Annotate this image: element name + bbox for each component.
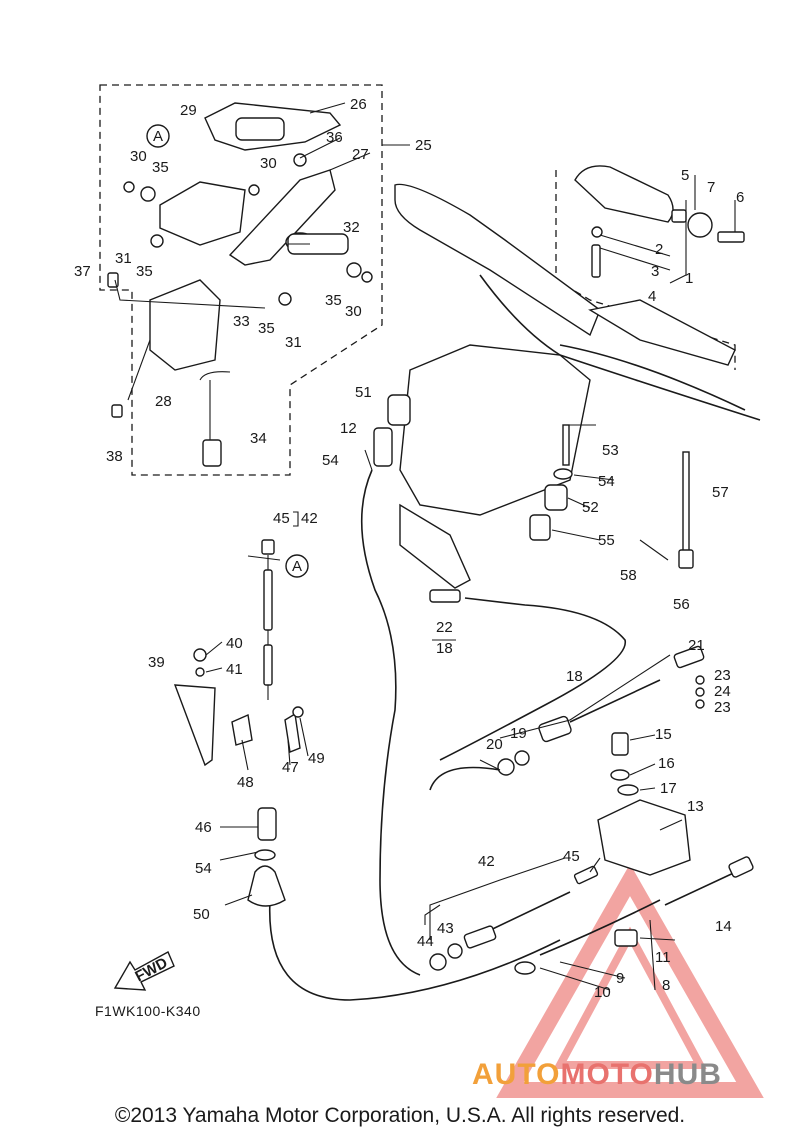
watermark-moto: MOTO: [560, 1058, 654, 1091]
lower-cable-assembly: [429, 865, 661, 975]
callout-55: 55: [598, 532, 615, 549]
callout-35-b: 35: [136, 263, 153, 280]
callout-10: 10: [594, 984, 611, 1001]
callout-labels: 1 2 3 4 5 6 7 8 9 10 11 12 13 14 15 16 1…: [74, 96, 744, 1001]
watermark-auto: AUTO: [472, 1058, 561, 1091]
callout-42-low: 42: [478, 853, 495, 870]
callout-45-top: 45: [273, 510, 290, 527]
callout-16: 16: [658, 755, 675, 772]
callout-45-low: 45: [563, 848, 580, 865]
ref-marker-a-top: A: [146, 124, 170, 148]
callout-51: 51: [355, 384, 372, 401]
svg-text:A: A: [153, 128, 163, 145]
callout-15: 15: [655, 726, 672, 743]
callout-17: 17: [660, 780, 677, 797]
callout-54-b: 54: [598, 473, 615, 490]
right-side-parts: [529, 424, 694, 569]
callout-22: 22: [436, 619, 453, 636]
automotohub-watermark: AUTOMOTOHUB: [472, 1058, 722, 1092]
callout-8: 8: [662, 977, 670, 994]
callout-23-b: 23: [714, 699, 731, 716]
throttle-lever-assembly: [107, 102, 373, 467]
callout-4: 4: [648, 288, 656, 305]
callout-43: 43: [437, 920, 454, 937]
callout-54-c: 54: [195, 860, 212, 877]
callout-31-b: 31: [285, 334, 302, 351]
grouping-brackets: [293, 511, 456, 925]
callout-36: 36: [326, 129, 343, 146]
callout-32: 32: [343, 219, 360, 236]
callout-30-b: 30: [260, 155, 277, 172]
ref-marker-a-left: A: [285, 554, 309, 578]
copyright-notice: ©2013 Yamaha Motor Corporation, U.S.A. A…: [114, 1104, 686, 1127]
callout-7: 7: [707, 179, 715, 196]
callout-14: 14: [715, 918, 732, 935]
callout-20: 20: [486, 736, 503, 753]
callout-27: 27: [352, 146, 369, 163]
callout-21: 21: [688, 637, 705, 654]
callout-35-d: 35: [258, 320, 275, 337]
diagram-reference-code: F1WK100-K340: [95, 1003, 201, 1019]
callout-35-a: 35: [152, 159, 169, 176]
callout-57: 57: [712, 484, 729, 501]
fwd-arrow-icon: FWD: [113, 951, 175, 991]
shift-rod: [173, 539, 304, 907]
callout-58: 58: [620, 567, 637, 584]
callout-18-top: 18: [566, 668, 583, 685]
callout-50: 50: [193, 906, 210, 923]
callout-48: 48: [237, 774, 254, 791]
callout-25: 25: [415, 137, 432, 154]
callout-5: 5: [681, 167, 689, 184]
callout-18-left: 18: [436, 640, 453, 657]
handle-grip-assembly: [574, 165, 745, 278]
callout-9: 9: [616, 970, 624, 987]
callout-19: 19: [510, 725, 527, 742]
callout-41: 41: [226, 661, 243, 678]
handlebar-frame: [394, 183, 761, 589]
callout-34: 34: [250, 430, 267, 447]
callout-24: 24: [714, 683, 731, 700]
callout-54-a: 54: [322, 452, 339, 469]
throttle-cable: [429, 589, 705, 776]
svg-text:A: A: [292, 558, 302, 575]
callout-23-a: 23: [714, 667, 731, 684]
callout-39: 39: [148, 654, 165, 671]
callout-38: 38: [106, 448, 123, 465]
leader-lines: [114, 102, 736, 991]
callout-30-a: 30: [130, 148, 147, 165]
shift-lever-bracket: [597, 732, 754, 947]
callout-37: 37: [74, 263, 91, 280]
watermark-hub: HUB: [653, 1058, 722, 1091]
callout-35-c: 35: [325, 292, 342, 309]
throttle-assembly-box: [99, 84, 383, 476]
callout-53: 53: [602, 442, 619, 459]
callout-31-a: 31: [115, 250, 132, 267]
callout-30-c: 30: [345, 303, 362, 320]
callout-11: 11: [655, 949, 671, 966]
callout-56: 56: [673, 596, 690, 613]
callout-29: 29: [180, 102, 197, 119]
callout-3: 3: [651, 263, 659, 280]
callout-49: 49: [308, 750, 325, 767]
callout-1: 1: [685, 270, 693, 287]
callout-46: 46: [195, 819, 212, 836]
grip-assembly-box: [555, 170, 736, 370]
callout-13: 13: [687, 798, 704, 815]
callout-40: 40: [226, 635, 243, 652]
callout-52: 52: [582, 499, 599, 516]
callout-42-top: 42: [301, 510, 318, 527]
callout-44: 44: [417, 933, 434, 950]
callout-6: 6: [736, 189, 744, 206]
callout-47: 47: [282, 759, 299, 776]
callout-2: 2: [655, 241, 663, 258]
svg-text:FWD: FWD: [132, 954, 170, 985]
callout-28: 28: [155, 393, 172, 410]
callout-33: 33: [233, 313, 250, 330]
watermark-triangle: [496, 863, 764, 1098]
callout-26: 26: [350, 96, 367, 113]
callout-12: 12: [340, 420, 357, 437]
steering-cable: [268, 394, 561, 1001]
